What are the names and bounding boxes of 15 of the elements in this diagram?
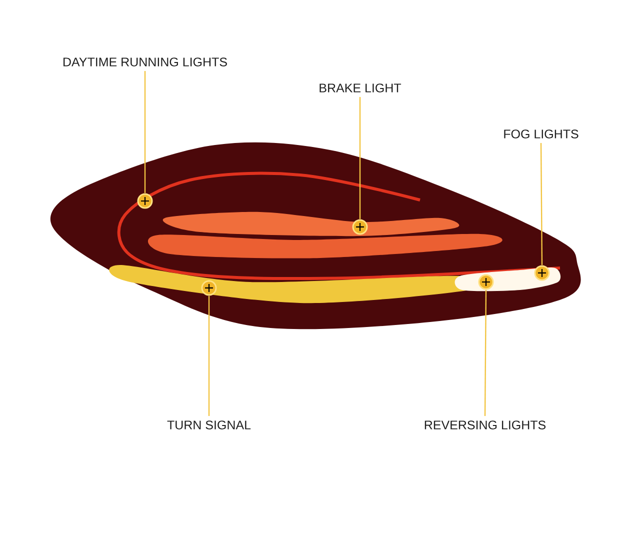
- leader-line: [484, 290, 487, 416]
- plus-marker: [534, 265, 550, 281]
- leader-line: [208, 296, 210, 416]
- callout-label: FOG LIGHTS: [504, 130, 578, 138]
- plus-marker: [201, 280, 217, 296]
- callout-label: BRAKE LIGHT: [320, 84, 402, 92]
- plus-marker: [478, 274, 494, 290]
- callout-label: DAYTIME RUNNING LIGHTS: [64, 58, 227, 66]
- leader-line: [144, 71, 146, 193]
- callout-label: TURN SIGNAL: [167, 420, 251, 430]
- plus-marker: [352, 219, 368, 235]
- callout-label: REVERSING LIGHTS: [424, 420, 546, 430]
- leader-line: [540, 142, 543, 265]
- leader-line: [359, 97, 361, 219]
- plus-marker: [137, 193, 153, 209]
